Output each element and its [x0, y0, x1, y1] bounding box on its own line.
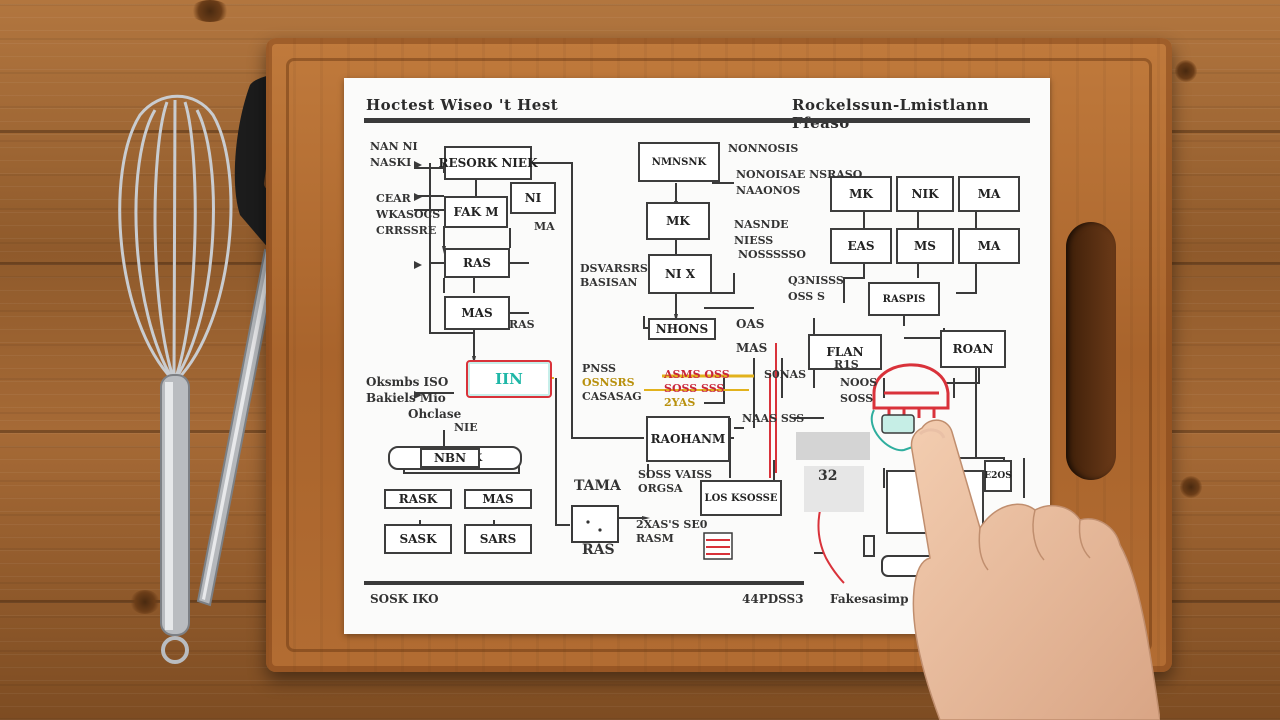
diagram-label: OAS: [736, 317, 765, 331]
diagram-label-red: SOSS SSS: [664, 382, 725, 395]
diagram-label: DSVARSRS: [580, 262, 648, 275]
diagram-label: RAS: [582, 542, 615, 558]
diagram-block: NIK: [896, 176, 954, 212]
diagram-label: NONOISAE NSRASO: [736, 168, 863, 181]
diagram-label: RAS: [509, 318, 535, 331]
diagram-label: BASISAN: [580, 276, 638, 289]
diagram-block: E2OS: [984, 460, 1012, 492]
diagram-block: MA: [958, 228, 1020, 264]
wood-knot: [1175, 60, 1197, 82]
diagram-block: NHONS: [648, 318, 716, 340]
shaded-region: [796, 432, 870, 460]
diagram-block: MAS: [464, 489, 532, 509]
footer-rule: [364, 581, 804, 585]
diagram-label: CEAR: [376, 192, 411, 205]
pointing-hand: [910, 419, 1160, 720]
diagram-label: NIESS: [734, 234, 774, 247]
sheet-footer-mid: 44PDSS3: [742, 592, 804, 606]
diagram-label: NIE: [454, 421, 478, 434]
diagram-sheet: Hoctest Wiseo 't Hest Rockelssun-Lmistla…: [344, 78, 1050, 634]
cutting-board-groove: [286, 58, 1152, 652]
diagram-label: TAMA: [574, 478, 621, 494]
diagram-label: NONNOSIS: [728, 142, 799, 155]
diagram-block: SARS: [464, 524, 532, 554]
diagram-label: Ohclase: [408, 407, 462, 421]
diagram-label: NASKI: [370, 156, 412, 169]
sheet-header-left: Hoctest Wiseo 't Hest: [366, 96, 559, 114]
sheet-footer-right: Fakesasimp: [830, 592, 909, 606]
wood-knot: [130, 590, 160, 614]
wood-knot: [190, 0, 230, 22]
diagram-block: RAOHANM: [646, 416, 730, 462]
diagram-label: PNSS: [582, 362, 616, 375]
diagram-block: NMNSNK: [638, 142, 720, 182]
diagram-block: MS: [896, 228, 954, 264]
diagram-block: NI X: [648, 254, 712, 294]
diagram-label: NOOS: [840, 376, 878, 389]
diagram-block: MA: [958, 176, 1020, 212]
diagram-label-red: ASMS OSS: [664, 368, 730, 381]
diagram-label: WKASOCS: [376, 208, 441, 221]
diagram-label: NASNDE: [734, 218, 789, 231]
diagram-block: NBN: [420, 448, 480, 468]
cutting-board-handle-slot: [1066, 222, 1116, 480]
sheet-footer-left: SOSK IKO: [370, 592, 439, 606]
diagram-label: CASASAG: [582, 390, 642, 403]
diagram-block: RASK: [384, 489, 452, 509]
diagram-label: 2XAS'S SE0: [636, 518, 708, 531]
diagram-label-highlighted: OSNSRS: [582, 376, 635, 389]
whisk: [118, 94, 233, 664]
wiring-lines: [403, 161, 1025, 584]
diagram-label: OSS S: [788, 290, 826, 303]
diagram-label-highlighted: 2YAS: [664, 396, 696, 409]
diagram-label: NAN NI: [370, 140, 418, 153]
diagram-block: MAS: [444, 296, 510, 330]
diagram-label: CRRSSRE: [376, 224, 437, 237]
diagram-block: RESORK NIEK: [439, 146, 538, 180]
diagram-label: NAAONOS: [736, 184, 801, 197]
wood-knot: [1180, 476, 1202, 498]
diagram-block: MK: [830, 176, 892, 212]
diagram-block: FAK M: [444, 196, 508, 228]
diagram-label: RASM: [636, 532, 674, 545]
diagram-block: RASPIS: [868, 282, 940, 316]
diagram-label: Q3NISSS: [788, 274, 844, 287]
diagram-label: NOSSSSSO: [738, 248, 806, 261]
diagram-block: FLAN: [808, 334, 882, 370]
diagram-label: ORGSA: [638, 482, 683, 495]
shaded-region: [804, 466, 864, 512]
diagram-block: NI: [510, 182, 556, 214]
diagram-block: ROAN: [940, 330, 1006, 368]
diagram-label: R1S: [834, 358, 859, 371]
diagram-label: SOSS: [840, 392, 874, 405]
diagram-label: Bakiels Mio: [366, 391, 446, 405]
diagram-block: RAS: [444, 248, 510, 278]
diagram-block: SASK: [384, 524, 452, 554]
diagram-label: SOSS VAISS: [638, 468, 713, 481]
diagram-block: LOS KSOSSE: [700, 480, 782, 516]
red-outline-symbol: [872, 363, 950, 418]
diagram-label: NAAS SSS: [742, 412, 805, 425]
diagram-block: MK: [646, 202, 710, 240]
header-rule: [364, 118, 1030, 123]
diagram-label: S0NAS: [764, 368, 807, 381]
diagram-label: 32: [818, 468, 838, 484]
diagram-label: Oksmbs ISO: [366, 375, 449, 389]
diagram-label: MAS: [736, 341, 768, 355]
diagram-label: MA: [534, 220, 555, 233]
highlighted-block: IIN: [466, 360, 552, 398]
diagram-block: EAS: [830, 228, 892, 264]
